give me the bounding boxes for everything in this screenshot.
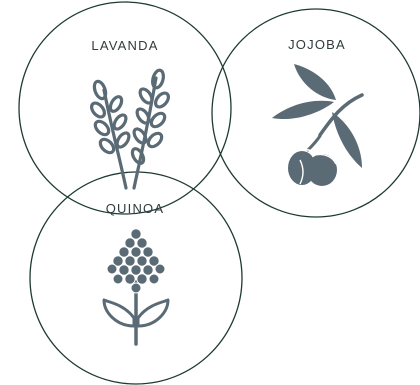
quinoa-label: QUINOA	[105, 201, 165, 216]
jojoba-circle	[211, 8, 420, 218]
jojoba-icon	[272, 64, 364, 186]
lavanda-label: LAVANDA	[91, 38, 159, 53]
lavanda-circle	[18, 1, 232, 215]
lavender-icon	[89, 68, 171, 190]
quinoa-icon	[102, 228, 170, 346]
jojoba-label: JOJOBA	[288, 37, 346, 52]
